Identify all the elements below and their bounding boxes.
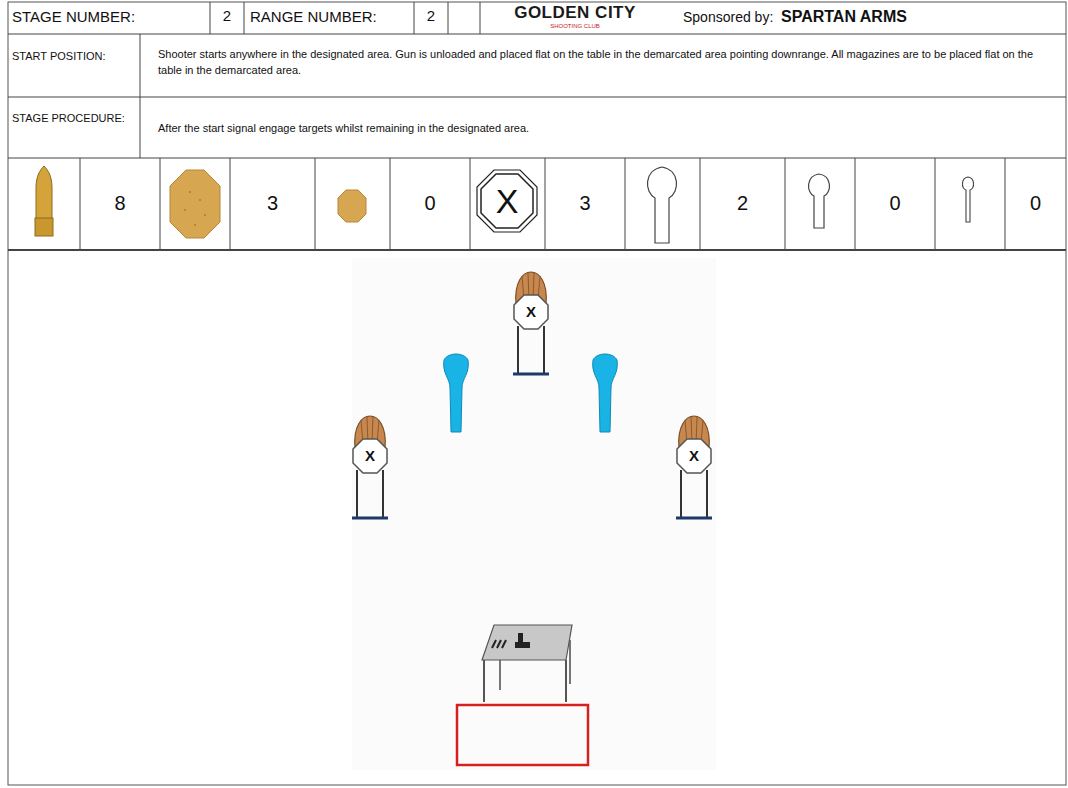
count-number: 0 [855,191,935,215]
target-stand [513,272,549,374]
target-dots [184,191,206,226]
count-number: 2 [700,191,785,215]
sponsor-label: Sponsored by: [683,9,783,26]
dot [184,209,186,211]
no-shoot-icon-outline [477,170,537,232]
grid-line [140,34,141,158]
popper [593,354,618,432]
grid-line [8,249,1066,251]
dot [189,191,191,193]
sheet-border [8,2,1066,785]
grid-line [315,158,316,250]
start-table [482,625,572,702]
grid-line [414,2,415,34]
count-number: 0 [390,191,470,215]
large-popper-icon [647,167,676,243]
grid-line [448,2,449,34]
dot [204,214,206,216]
header-grid [8,2,1066,250]
range-area [352,258,716,770]
grid-line [935,158,936,250]
count-number: 3 [545,191,625,215]
grid-line [160,158,161,250]
grid-line [80,158,81,250]
table-leg [483,660,485,702]
club-subtitle: SHOOTING CLUB [485,23,665,30]
grid-line [8,158,1066,159]
bullet-icon [35,166,53,236]
count-number: 0 [1005,191,1066,215]
row-text: Shooter starts anywhere in the designate… [158,46,1058,78]
grid-line [470,158,471,250]
count-number: 3 [230,191,315,215]
table-leg [569,640,571,684]
grid-line [8,97,1066,98]
header-value: 2 [414,7,448,25]
grid-line [230,158,231,250]
club-logo: GOLDEN CITY [485,3,665,23]
grid-line [855,158,856,250]
magazines [492,640,506,648]
grid-line [480,2,481,34]
medium-popper-icon [809,174,830,228]
target-stand [676,416,712,518]
small-popper-icon [962,177,973,222]
no-shoot-mark: X [519,302,543,322]
count-number: 8 [80,191,160,215]
target-stand [352,416,388,518]
grid-line [244,2,245,34]
grid-line [1005,158,1006,250]
header-label: STAGE NUMBER: [12,8,207,26]
pistol [515,633,530,648]
shooting-area-box [457,705,588,765]
dot [199,199,201,201]
paper-target-icon [170,170,220,238]
grid-line [785,158,786,250]
sponsor-name: SPARTAN ARMS [781,7,981,26]
row-label: STAGE PROCEDURE: [12,109,137,127]
no-shoot-mark: X [682,446,706,466]
bullet-case [35,218,53,236]
popper [444,354,469,432]
table-top [482,625,572,660]
row-label: START POSITION: [12,47,137,65]
no-shoot-icon [481,174,533,228]
bullet-shape [36,166,52,220]
header-value: 2 [210,7,244,25]
grid-line [545,158,546,250]
table-leg [565,660,567,702]
grid-line [390,158,391,250]
row-text: After the start signal engage targets wh… [158,120,1058,136]
header-label: RANGE NUMBER: [250,8,412,26]
grid-line [210,2,211,34]
grid-line [700,158,701,250]
dot [194,224,196,226]
no-shoot-mark: X [358,446,382,466]
no-shoot-mark: X [481,181,533,221]
mini-target-icon [338,190,366,222]
grid-line [625,158,626,250]
grid-line [8,34,1066,35]
